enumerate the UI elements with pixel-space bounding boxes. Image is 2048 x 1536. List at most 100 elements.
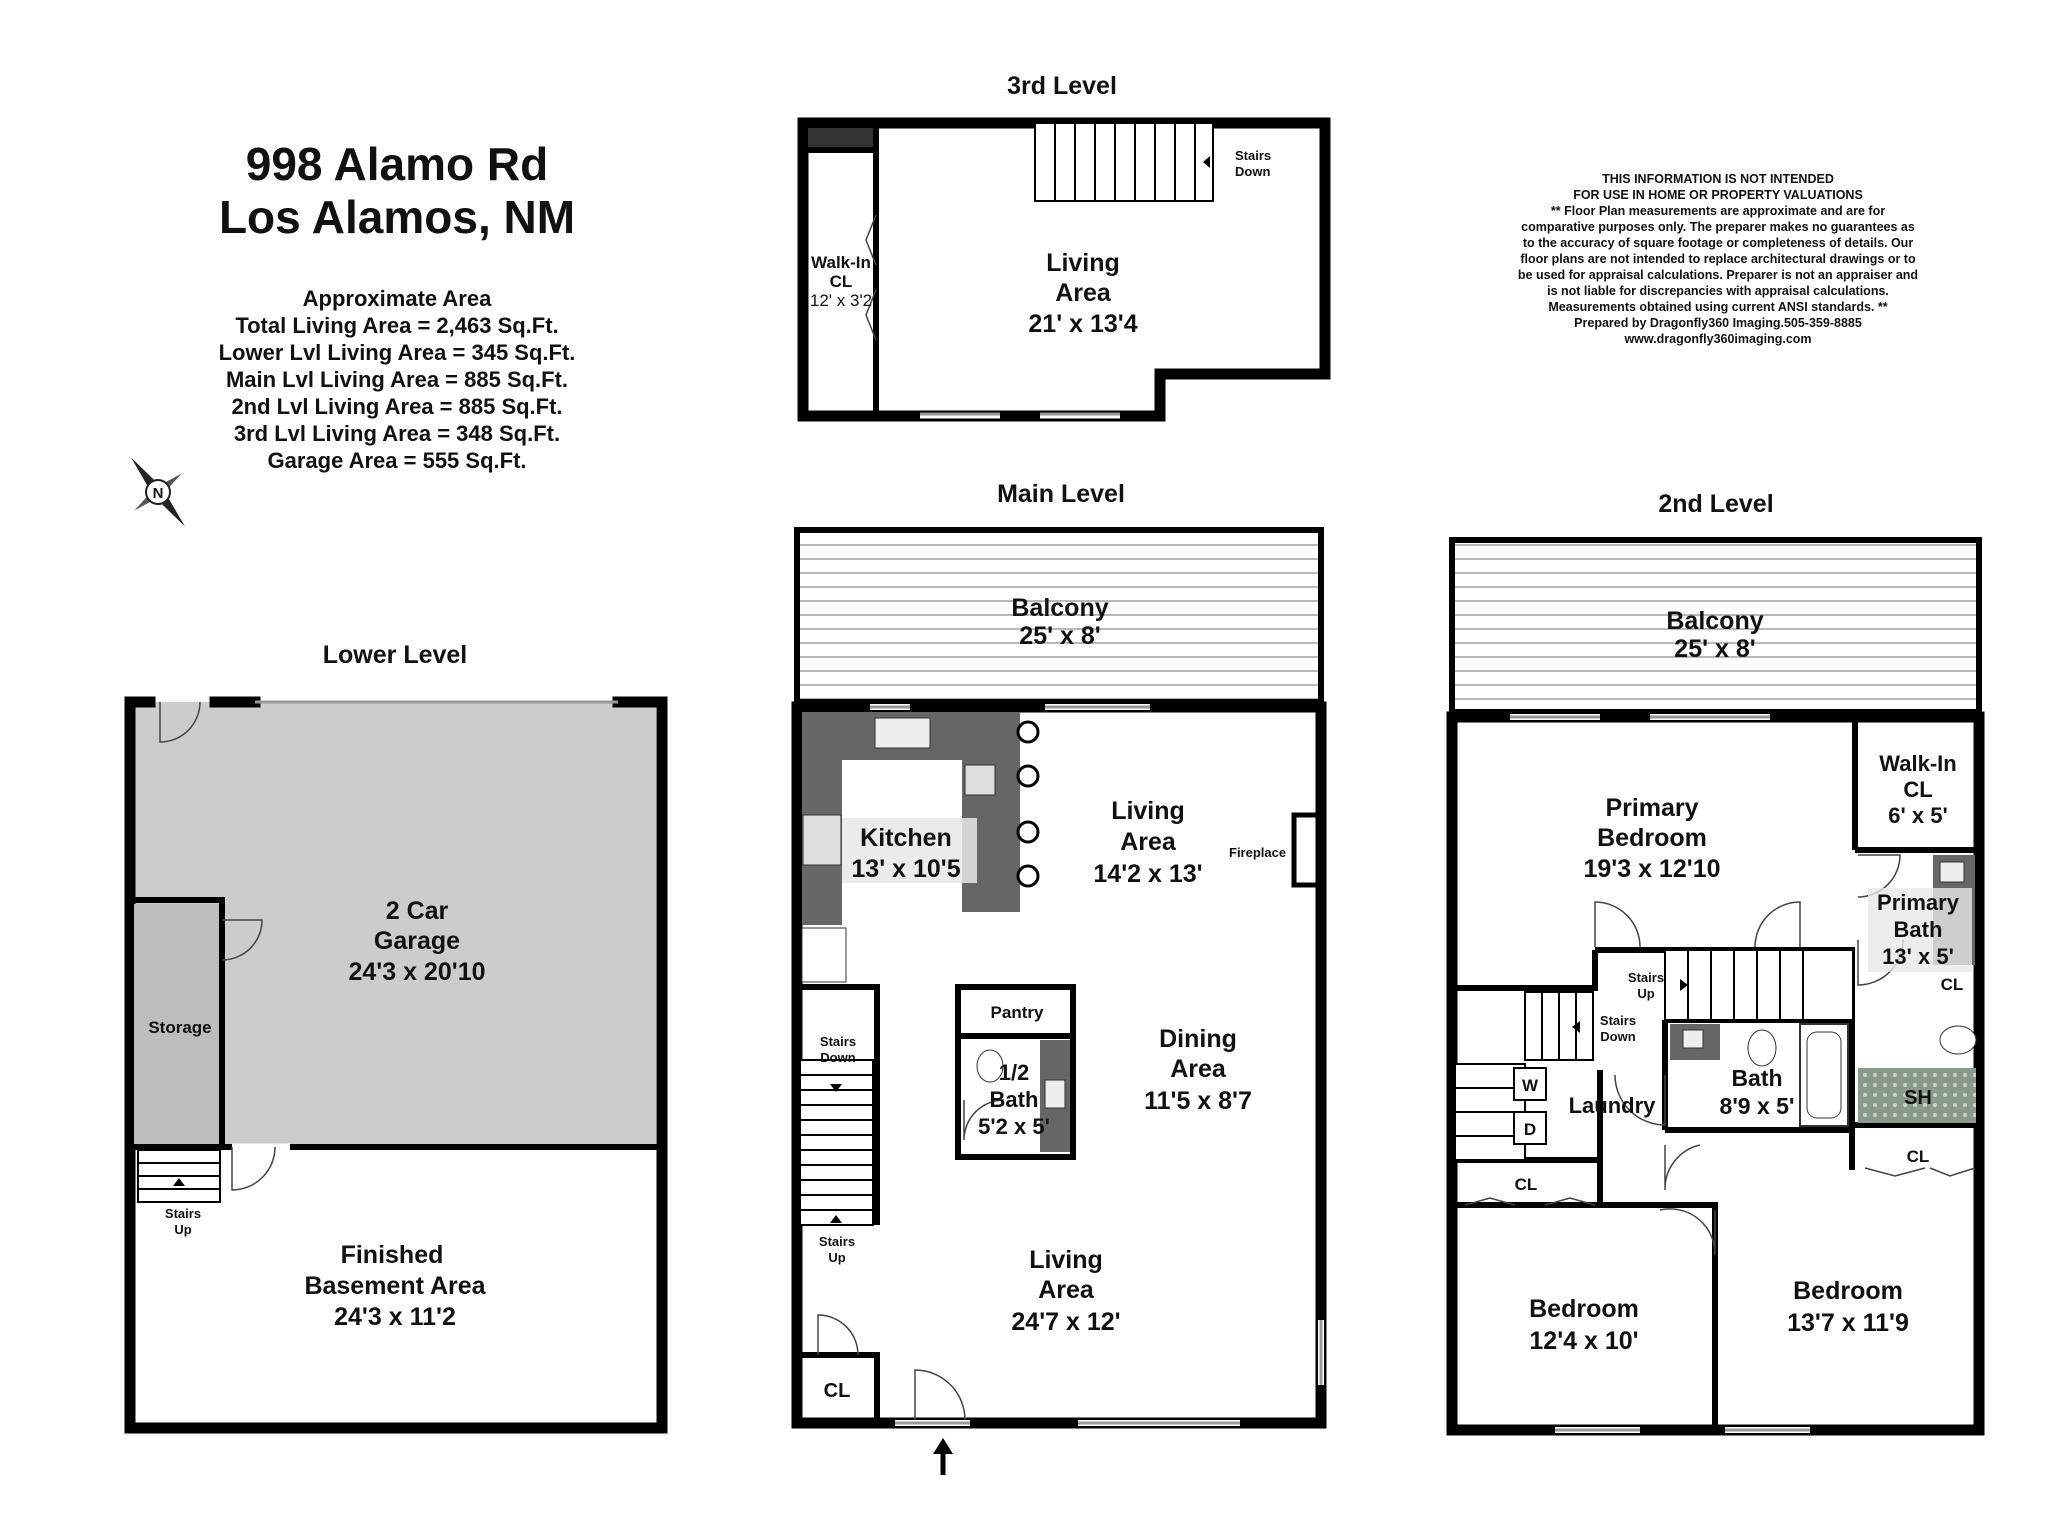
kitchen-name: Kitchen xyxy=(860,824,952,852)
third-stairs-label2: Down xyxy=(1235,164,1270,179)
second-stairs xyxy=(1454,949,1854,1161)
third-closet-name: Walk-In xyxy=(811,253,871,272)
third-level: 3rd Level Stairs Down Walk-In xyxy=(797,72,1331,422)
second-stairs-down-label: Stairs xyxy=(1600,1013,1636,1028)
primary-bath-name2: Bath xyxy=(1894,917,1943,942)
garage-name2: Garage xyxy=(374,927,460,955)
third-closet-dim: 12' x 3'2 xyxy=(810,291,872,310)
main-living-dim: 14'2 x 13' xyxy=(1093,860,1202,888)
kitchen-fridge xyxy=(801,927,847,983)
second-stairs-up-label2: Up xyxy=(1637,986,1654,1001)
primary-bath-closet: CL xyxy=(1941,975,1964,994)
dryer-icon xyxy=(1513,1111,1547,1145)
main-level-title: Main Level xyxy=(997,480,1125,508)
main-living2-name2: Area xyxy=(1038,1276,1095,1304)
shower-tile xyxy=(1858,1068,1976,1123)
third-living-name: Living xyxy=(1046,249,1120,277)
header: 998 Alamo Rd Los Alamos, NM Approximate … xyxy=(219,138,576,473)
main-balcony-name: Balcony xyxy=(1011,594,1108,622)
disclaimer-line: FOR USE IN HOME OR PROPERTY VALUATIONS xyxy=(1573,188,1863,202)
bed2-dim: 13'7 x 11'9 xyxy=(1787,1309,1909,1337)
main-living-name2: Area xyxy=(1120,828,1177,856)
disclaimer-line: Measurements obtained using current ANSI… xyxy=(1548,300,1887,314)
kitchen-range xyxy=(802,814,842,866)
bed1-dim: 12'4 x 10' xyxy=(1529,1327,1638,1355)
disclaimer-line: be used for appraisal calculations. Prep… xyxy=(1518,268,1918,282)
address-line2: Los Alamos, NM xyxy=(219,191,575,243)
kitchen-dishwasher xyxy=(964,764,996,796)
third-stairs xyxy=(1034,122,1214,202)
kitchen-sink xyxy=(874,717,931,749)
area-garage: Garage Area = 555 Sq.Ft. xyxy=(267,448,526,473)
dining-name2: Area xyxy=(1170,1055,1227,1083)
third-closet-name2: CL xyxy=(830,272,853,291)
main-stairs-up-label: Stairs xyxy=(819,1234,855,1249)
second-level-title: 2nd Level xyxy=(1658,490,1773,518)
second-level: 2nd Level xyxy=(1446,490,1985,1436)
fireplace-label: Fireplace xyxy=(1229,845,1286,860)
half-bath-name: 1/2 xyxy=(999,1060,1030,1085)
bath-dim: 8'9 x 5' xyxy=(1720,1093,1795,1119)
disclaimer-line: www.dragonfly360imaging.com xyxy=(1623,332,1811,346)
dining-dim: 11'5 x 8'7 xyxy=(1144,1087,1252,1115)
second-balcony-name: Balcony xyxy=(1666,607,1763,635)
main-stairs-down-label: Stairs xyxy=(820,1034,856,1049)
washer-icon xyxy=(1513,1067,1547,1101)
walkin-name: Walk-In xyxy=(1879,751,1956,776)
area-total: Total Living Area = 2,463 Sq.Ft. xyxy=(235,313,558,338)
bed1-closet-label: CL xyxy=(1515,1175,1538,1194)
primary-bed-name2: Bedroom xyxy=(1597,824,1707,852)
lower-stairs xyxy=(137,1149,221,1203)
bed1-name: Bedroom xyxy=(1529,1295,1639,1323)
bath-name: Bath xyxy=(1731,1065,1782,1091)
primary-bed-name: Primary xyxy=(1605,794,1698,822)
kitchen-dim: 13' x 10'5 xyxy=(851,855,960,883)
storage-label: Storage xyxy=(148,1018,211,1037)
shower-label: SH xyxy=(1904,1087,1932,1109)
disclaimer-line: Prepared by Dragonfly360 Imaging.505-359… xyxy=(1574,316,1862,330)
pantry-label: Pantry xyxy=(991,1003,1044,1022)
storage-floor xyxy=(134,904,219,1144)
disclaimer-line: ** Floor Plan measurements are approxima… xyxy=(1551,204,1885,218)
main-stairs xyxy=(799,1059,874,1226)
main-stairs-down-label2: Down xyxy=(820,1050,855,1065)
address-line1: 998 Alamo Rd xyxy=(246,138,549,190)
second-stairs-down-label2: Down xyxy=(1600,1029,1635,1044)
main-stairs-up-label2: Up xyxy=(828,1250,845,1265)
basement-name2: Basement Area xyxy=(304,1272,486,1300)
washer-label: W xyxy=(1522,1076,1539,1095)
third-living-dim: 21' x 13'4 xyxy=(1028,310,1137,338)
primary-bath-dim: 13' x 5' xyxy=(1882,944,1954,969)
walkin-name2: CL xyxy=(1903,777,1932,802)
disclaimer-line: comparative purposes only. The preparer … xyxy=(1521,220,1915,234)
lower-stairs-label2: Up xyxy=(174,1222,191,1237)
garage-name: 2 Car xyxy=(386,897,449,925)
third-living-name2: Area xyxy=(1055,279,1112,307)
area-main: Main Lvl Living Area = 885 Sq.Ft. xyxy=(226,367,568,392)
area-third: 3rd Lvl Living Area = 348 Sq.Ft. xyxy=(234,421,560,446)
compass-icon: N xyxy=(130,457,186,527)
dryer-label: D xyxy=(1524,1120,1536,1139)
main-balcony-dim: 25' x 8' xyxy=(1019,622,1100,650)
bed2-closet-label: CL xyxy=(1907,1147,1930,1166)
basement-dim: 24'3 x 11'2 xyxy=(334,1303,456,1331)
second-stairs-up-label: Stairs xyxy=(1628,970,1664,985)
basement-name: Finished xyxy=(341,1241,444,1269)
third-level-dark-strip xyxy=(808,128,876,148)
bed2-name: Bedroom xyxy=(1793,1277,1903,1305)
area-lower: Lower Lvl Living Area = 345 Sq.Ft. xyxy=(219,340,576,365)
disclaimer: THIS INFORMATION IS NOT INTENDED FOR USE… xyxy=(1518,172,1918,346)
third-level-title: 3rd Level xyxy=(1007,72,1117,100)
garage-dim: 24'3 x 20'10 xyxy=(348,958,485,986)
main-closet-label: CL xyxy=(824,1380,851,1402)
main-living-name: Living xyxy=(1111,797,1185,825)
disclaimer-line: floor plans are not intended to replace … xyxy=(1520,252,1916,266)
area-title: Approximate Area xyxy=(303,286,492,311)
half-bath-name2: Bath xyxy=(990,1087,1039,1112)
disclaimer-line: THIS INFORMATION IS NOT INTENDED xyxy=(1602,172,1834,186)
primary-bath-name: Primary xyxy=(1877,890,1960,915)
main-level: Main Level xyxy=(791,480,1327,1475)
lower-stairs-label: Stairs xyxy=(165,1206,201,1221)
laundry-label: Laundry xyxy=(1569,1093,1657,1118)
